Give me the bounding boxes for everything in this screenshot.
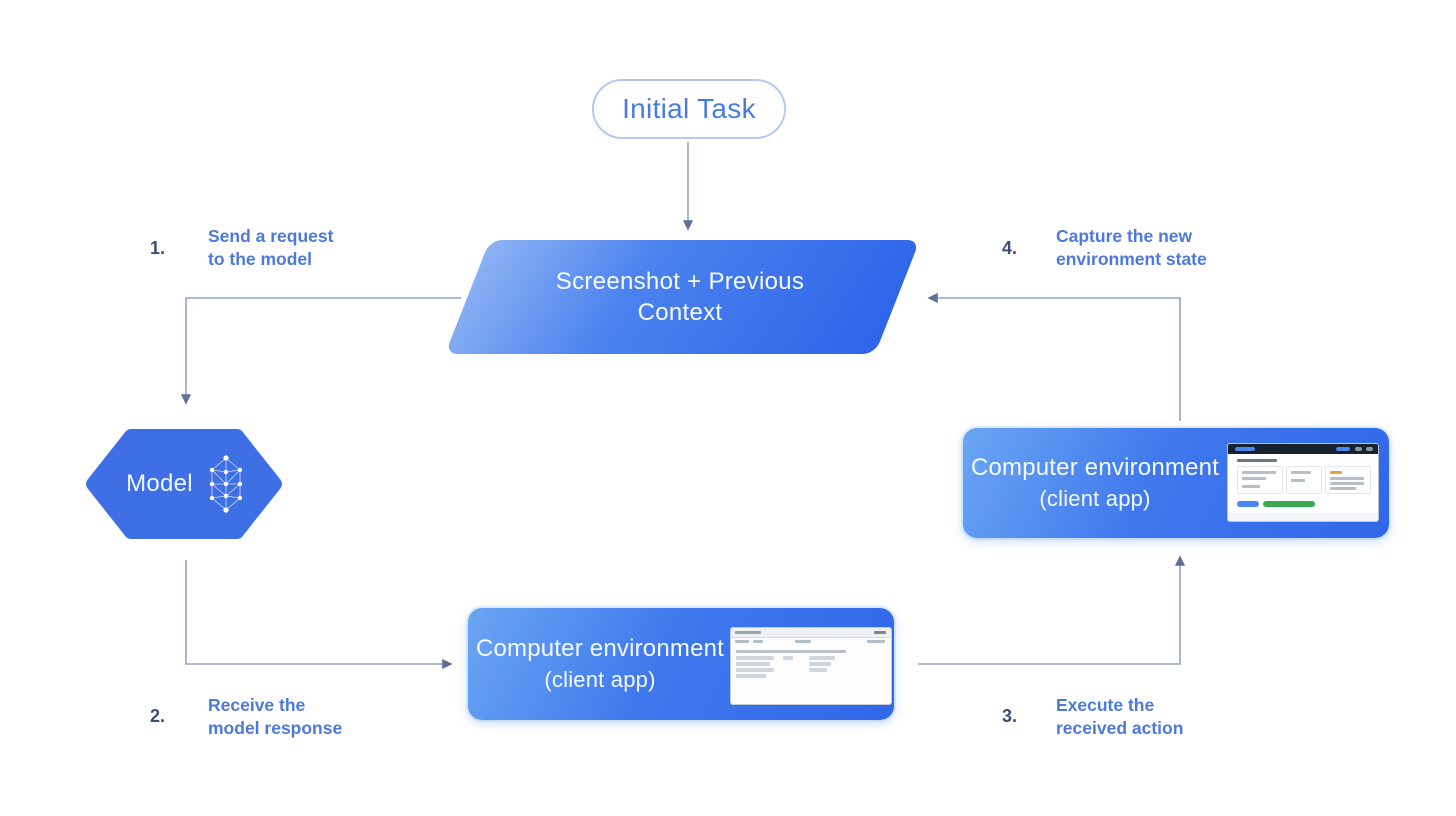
- step-4-number: 4.: [1002, 238, 1018, 258]
- step-1-number: 1.: [150, 238, 166, 258]
- thumbnail-card: [1325, 466, 1371, 494]
- arrow-env-right-to-context: [927, 292, 1181, 421]
- initial-task-node: Initial Task: [592, 79, 786, 139]
- thumbnail-card-line: [1291, 479, 1305, 482]
- step-3-text: Execute the received action: [1056, 694, 1183, 740]
- thumbnail-titlebar: [731, 628, 891, 638]
- env-bottom-line2: (client app): [544, 667, 656, 692]
- desktop-app-thumbnail: [730, 627, 892, 705]
- thumbnail-table-row: [736, 662, 770, 666]
- env-right-line2: (client app): [1039, 486, 1151, 511]
- thumbnail-card-line: [1242, 477, 1266, 480]
- thumbnail-card-line: [1242, 471, 1276, 474]
- step-4-line2: environment state: [1056, 249, 1207, 269]
- thumbnail-card-line: [1330, 477, 1364, 480]
- env-bottom-line1: Computer environment: [475, 635, 725, 662]
- thumbnail-footer-area: [1228, 513, 1378, 521]
- thumbnail-table-cell: [809, 656, 835, 660]
- thumbnail-app-header: [1228, 444, 1378, 454]
- screenshot-context-line2: Context: [637, 299, 723, 326]
- thumbnail-window-controls: [874, 631, 886, 634]
- step-3-number: 3.: [1002, 706, 1018, 726]
- thumbnail-toolbar-button: [867, 640, 885, 643]
- thumbnail-progress-bar: [1263, 501, 1315, 507]
- thumbnail-card: [1237, 466, 1283, 494]
- model-content: Model: [83, 424, 287, 544]
- hexagon-shape: [86, 429, 282, 539]
- thumbnail-table-cell: [809, 662, 831, 666]
- step-3-line1: Execute the: [1056, 695, 1155, 715]
- screenshot-context-line1: Screenshot + Previous: [555, 268, 805, 295]
- arrow-env-bottom-to-env-right: [918, 555, 1186, 665]
- thumbnail-header-button: [1336, 447, 1350, 451]
- thumbnail-card-line: [1242, 485, 1260, 488]
- thumbnail-table-cell: [809, 668, 827, 672]
- thumbnail-table-row: [736, 674, 766, 678]
- thumbnail-table-row: [736, 668, 774, 672]
- env-bottom-label: Computer environment (client app): [468, 608, 732, 720]
- arrow-model-to-env-bottom: [185, 560, 453, 670]
- step-2-number: 2.: [150, 706, 166, 726]
- thumbnail-card-line: [1330, 482, 1364, 485]
- thumbnail-card: [1286, 466, 1322, 494]
- step-4-text: Capture the new environment state: [1056, 225, 1207, 271]
- thumbnail-menu-item: [795, 640, 811, 643]
- model-node: Model: [83, 424, 285, 544]
- thumbnail-menu-item: [735, 640, 749, 643]
- thumbnail-header-link: [1366, 447, 1373, 451]
- thumbnail-card-warning-line: [1330, 471, 1342, 474]
- step-1-line1: Send a request: [208, 226, 334, 246]
- thumbnail-card-line: [1330, 487, 1356, 490]
- computer-environment-bottom-node: Computer environment (client app): [468, 608, 894, 720]
- step-1-line2: to the model: [208, 249, 313, 269]
- thumbnail-menu-item: [753, 640, 763, 643]
- thumbnail-card-line: [1291, 471, 1311, 474]
- initial-task-label: Initial Task: [622, 93, 756, 124]
- neural-network-icon: [209, 455, 243, 513]
- screenshot-context-label: Screenshot + Previous Context: [445, 240, 915, 354]
- env-right-label: Computer environment (client app): [963, 428, 1227, 538]
- computer-environment-right-node: Computer environment (client app): [963, 428, 1389, 538]
- thumbnail-title-text: [735, 631, 761, 634]
- env-right-line1: Computer environment: [970, 454, 1220, 481]
- thumbnail-header-logo: [1235, 447, 1255, 451]
- step-2-line2: model response: [208, 718, 343, 738]
- model-label: Model: [126, 470, 193, 497]
- thumbnail-menubar: [731, 638, 891, 646]
- step-1-text: Send a request to the model: [208, 225, 333, 271]
- web-app-thumbnail: [1227, 443, 1379, 522]
- arrow-context-to-model: [180, 297, 461, 405]
- thumbnail-table-row: [736, 656, 774, 660]
- thumbnail-table-header: [736, 650, 846, 653]
- step-4-line1: Capture the new: [1056, 226, 1193, 246]
- thumbnail-page-heading: [1237, 459, 1277, 462]
- step-2-line1: Receive the: [208, 695, 306, 715]
- thumbnail-status-pill: [1237, 501, 1259, 507]
- thumbnail-header-link: [1355, 447, 1362, 451]
- thumbnail-table-cell: [783, 656, 793, 660]
- step-3-line2: received action: [1056, 718, 1184, 738]
- step-2-text: Receive the model response: [208, 694, 342, 740]
